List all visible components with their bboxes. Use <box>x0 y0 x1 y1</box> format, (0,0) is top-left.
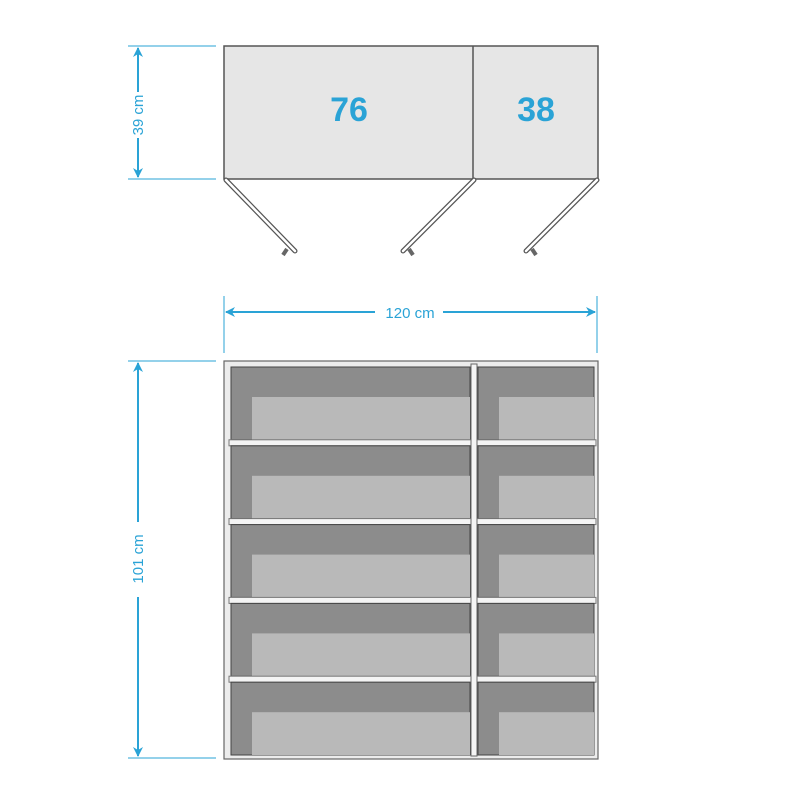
handle-icon <box>407 247 415 257</box>
door-middle <box>400 177 477 257</box>
door-left <box>223 177 298 257</box>
compartment-inner <box>252 554 470 598</box>
width-dimension: 120 cm <box>223 296 598 353</box>
handle-icon <box>281 247 289 257</box>
compartment-inner <box>499 475 594 519</box>
center-divider <box>470 363 478 757</box>
compartment-width-small: 38 <box>517 91 555 129</box>
compartment-inner <box>499 554 594 598</box>
height-dimension: 101 cm <box>128 360 216 759</box>
top-view: 76 38 <box>223 45 600 257</box>
width-label: 120 cm <box>385 305 434 322</box>
height-label: 101 cm <box>130 534 147 583</box>
front-view-shelf <box>223 360 599 760</box>
depth-dimension: 39 cm <box>128 45 216 180</box>
shelf-board <box>228 518 597 526</box>
top-view-body <box>223 45 599 180</box>
handle-icon <box>530 247 538 257</box>
compartment-width-large: 76 <box>330 91 368 129</box>
shelf-board <box>228 675 597 683</box>
compartment-inner <box>499 397 594 440</box>
compartment-inner <box>252 712 470 755</box>
compartment-inner <box>252 475 470 519</box>
compartment-inner <box>252 633 470 677</box>
compartment-inner <box>499 633 594 677</box>
compartment-inner <box>499 712 594 755</box>
shelf-board <box>228 439 597 447</box>
door-right <box>523 177 600 257</box>
compartment-inner <box>252 397 470 440</box>
depth-label: 39 cm <box>130 95 147 136</box>
shelf-board <box>228 596 597 604</box>
